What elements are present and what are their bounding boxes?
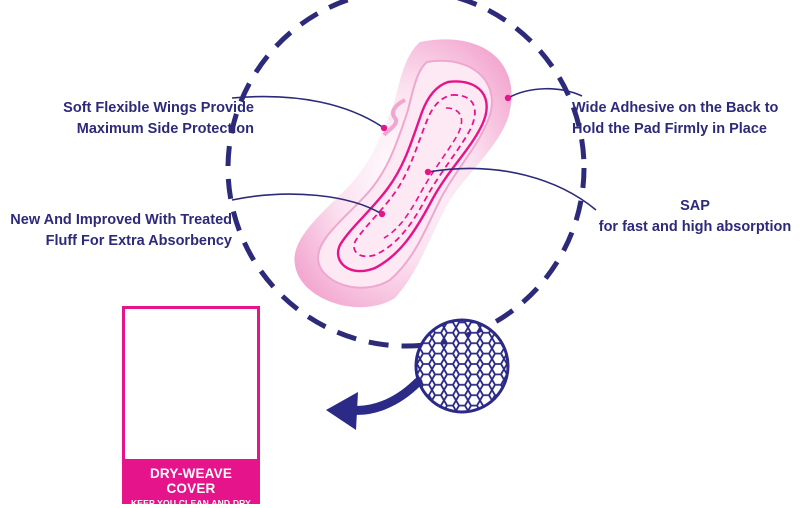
dry-weave-cover-panel: DRY-WEAVE COVER KEEP YOU CLEAN AND DRY: [122, 306, 260, 508]
callout-line-sap: [427, 167, 597, 211]
callout-lines: [231, 87, 597, 215]
callout-line-wings: [231, 95, 385, 129]
callout-wings-line1: Soft Flexible Wings Provide: [63, 100, 254, 116]
callout-dot-wings: [380, 124, 388, 132]
honeycomb-magnifier: [414, 318, 510, 414]
callout-wings: Soft Flexible Wings Provide Maximum Side…: [28, 98, 254, 140]
callout-dot-sap: [424, 168, 432, 176]
callout-dot-adhesive: [504, 94, 512, 102]
callout-adhesive-line1: Wide Adhesive on the Back to: [572, 100, 779, 116]
cover-title: DRY-WEAVE COVER: [149, 466, 233, 496]
callout-fluff: New And Improved With Treated Fluff For …: [0, 210, 232, 252]
cover-banner: DRY-WEAVE COVER KEEP YOU CLEAN AND DRY: [125, 459, 257, 508]
callout-dots: [378, 94, 512, 218]
callout-fluff-line1: New And Improved With Treated: [10, 212, 232, 228]
cover-subtitle: KEEP YOU CLEAN AND DRY: [130, 498, 252, 508]
pad-illustration: [294, 39, 512, 308]
callout-wings-line2: Maximum Side Protection: [76, 121, 254, 137]
callout-dot-fluff: [378, 210, 386, 218]
callout-line-adhesive: [507, 87, 583, 99]
dashed-focus-circle: [225, 0, 587, 349]
callout-adhesive: Wide Adhesive on the Back to Hold the Pa…: [572, 98, 800, 140]
curved-arrow-icon: [326, 377, 423, 430]
callout-fluff-line2: Fluff For Extra Absorbency: [45, 233, 232, 249]
callout-sap-line1: SAP: [680, 198, 710, 214]
callout-line-fluff: [231, 193, 383, 215]
callout-sap-line2: for fast and high absorption: [598, 219, 792, 235]
callout-adhesive-line2: Hold the Pad Firmly in Place: [572, 121, 767, 137]
callout-sap: SAP for fast and high absorption: [592, 196, 798, 238]
